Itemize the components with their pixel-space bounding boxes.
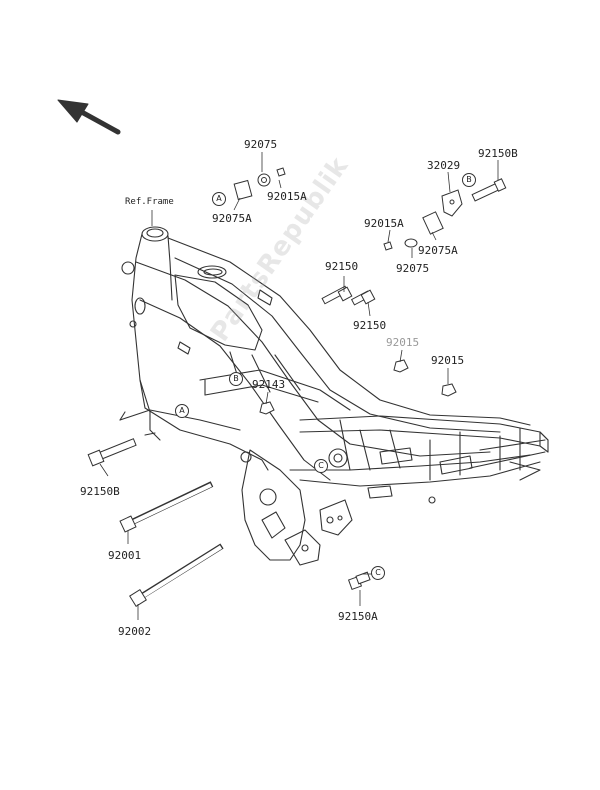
bolt-92002 <box>129 543 224 607</box>
collar-92143 <box>259 401 275 415</box>
part-label-92001: 92001 <box>108 549 142 562</box>
bolt-92150a <box>347 571 371 591</box>
bolt-92150-a <box>321 285 353 305</box>
nut-92015-b <box>441 383 457 397</box>
callout-a-frame: A <box>175 404 189 418</box>
main-spar <box>121 237 531 481</box>
part-label-92150b-left: 92150B <box>80 485 120 498</box>
lower-frame <box>119 351 351 471</box>
callout-b-frame: B <box>229 372 243 386</box>
head-pipe <box>131 226 173 409</box>
part-label-92015a-top: 92015A <box>267 190 307 203</box>
part-label-92015-a: 92015 <box>386 336 420 349</box>
part-label-92143: 92143 <box>252 378 286 391</box>
part-label-92075-right: 92075 <box>396 262 430 275</box>
bolt-92150-b <box>350 289 376 306</box>
callout-a-top: A <box>212 192 226 206</box>
leader-lines <box>99 152 499 620</box>
bolt-92150b-top <box>471 178 507 202</box>
part-label-92015-b: 92015 <box>431 354 465 367</box>
spacer-92075-top <box>233 167 286 201</box>
direction-arrow-icon <box>57 99 121 135</box>
bolt-92150b-left <box>87 438 137 467</box>
part-label-92150-b: 92150 <box>353 319 387 332</box>
part-label-92075-top: 92075 <box>244 138 278 151</box>
part-label-92150a: 92150A <box>338 610 378 623</box>
part-label-32029: 32029 <box>427 159 461 172</box>
part-label-92002: 92002 <box>118 625 152 638</box>
ref-frame-label: Ref.Frame <box>125 197 174 207</box>
part-label-92150-a: 92150 <box>325 260 359 273</box>
callout-c-frame: C <box>314 459 328 473</box>
part-label-92075a-top: 92075A <box>212 212 252 225</box>
pivot-plate <box>240 449 353 566</box>
bracket-32029 <box>441 189 463 217</box>
nut-92015-a <box>393 359 409 373</box>
spacer-92075a-right <box>383 211 444 251</box>
part-label-92150b-top: 92150B <box>478 147 518 160</box>
part-label-92075a-right: 92075A <box>418 244 458 257</box>
callout-c-bottom: C <box>371 566 385 580</box>
callout-b-top: B <box>462 173 476 187</box>
part-label-92015a-right: 92015A <box>364 217 404 230</box>
seat-rail <box>289 415 549 504</box>
bolt-92001 <box>119 481 214 533</box>
